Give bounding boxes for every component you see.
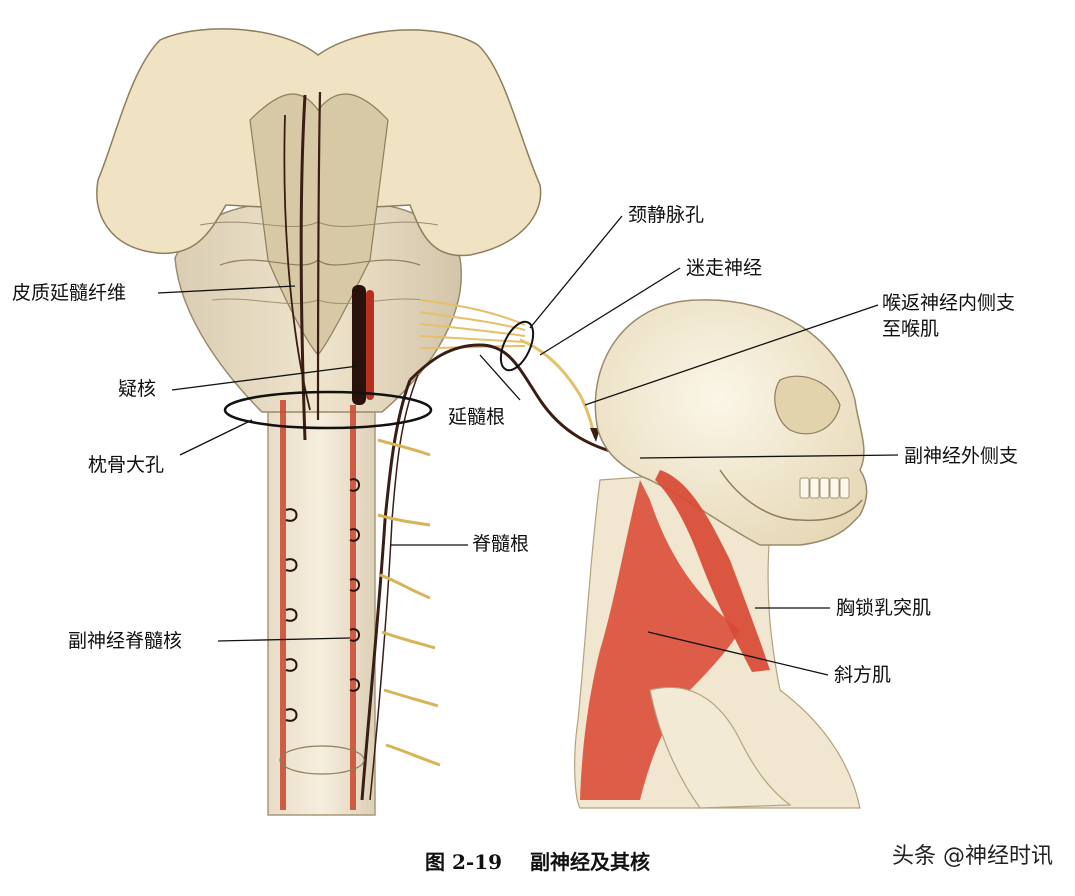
- brainstem-spinal-cord: [96, 28, 542, 816]
- label-trapezius: 斜方肌: [834, 664, 892, 686]
- label-foramen-magnum: 枕骨大孔: [88, 454, 165, 476]
- label-corticobulbar-fibers: 皮质延髓纤维: [12, 282, 127, 304]
- label-nucleus-ambiguus: 疑核: [118, 378, 157, 400]
- watermark: 头条 @神经时讯: [892, 844, 1053, 869]
- head-neck: [574, 299, 868, 809]
- label-cranial-root: 延髓根: [448, 406, 506, 428]
- trapezius-muscle: [580, 480, 740, 800]
- label-sternocleidomastoid: 胸锁乳突肌: [836, 597, 932, 619]
- label-accessory-lateral-branch: 副神经外侧支: [904, 445, 1019, 467]
- label-recurrent-laryngeal-line1: 喉返神经内侧支: [882, 292, 1016, 314]
- leader-lines: [157, 215, 899, 676]
- jugular-foramen-ring: [499, 320, 535, 372]
- label-spinal-root: 脊髓根: [472, 533, 530, 555]
- sternocleidomastoid-muscle: [655, 470, 770, 672]
- figure-number: 图 2-19: [424, 850, 502, 874]
- foramen-magnum-ring: [223, 390, 433, 430]
- figure-caption: 图 2-19 副神经及其核: [0, 846, 1075, 875]
- figure-title: 副神经及其核: [530, 850, 650, 874]
- label-recurrent-laryngeal-line2: 至喉肌: [882, 318, 940, 340]
- nucleus-ambiguus-mark: [352, 285, 366, 405]
- label-spinal-accessory-nucleus: 副神经脊髓核: [68, 630, 183, 652]
- label-vagus-nerve: 迷走神经: [686, 257, 763, 279]
- label-jugular-foramen: 颈静脉孔: [628, 204, 705, 226]
